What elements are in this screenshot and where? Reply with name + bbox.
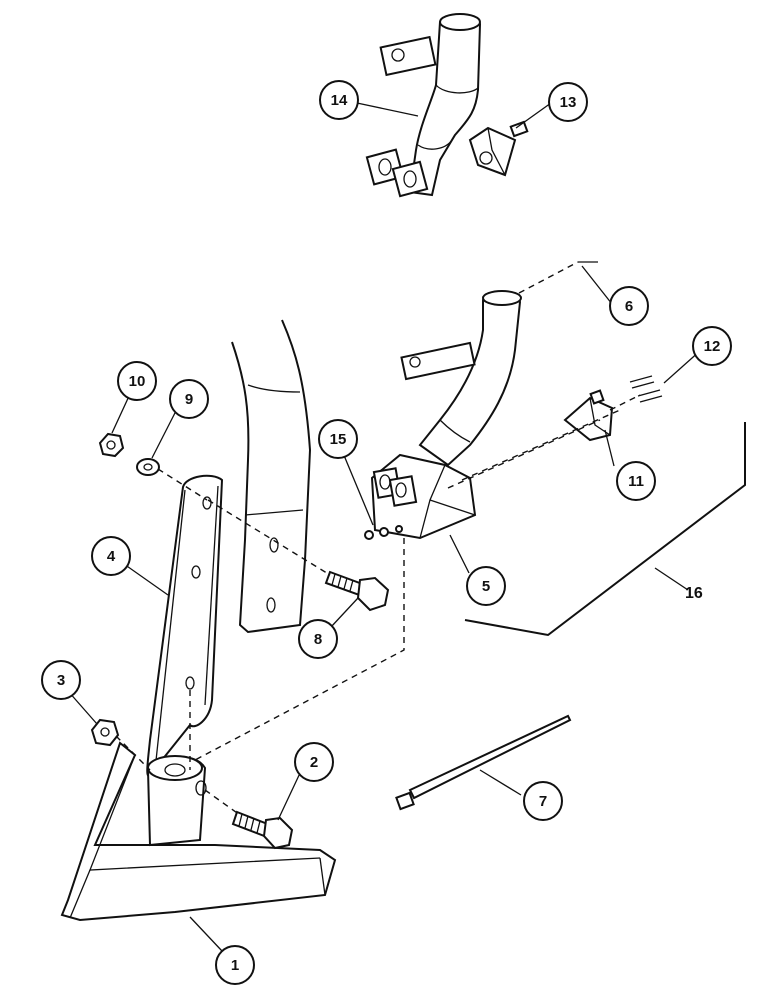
callout-label: 7 (539, 793, 547, 810)
callout-15: 15 (318, 419, 358, 459)
callout-4: 4 (91, 536, 131, 576)
callout-14: 14 (319, 80, 359, 120)
callout-label: 14 (331, 92, 348, 109)
callout-9: 9 (169, 379, 209, 419)
callout-label: 4 (107, 548, 116, 565)
part-9-washer (136, 458, 160, 476)
callout-label: 1 (231, 957, 239, 974)
callout-label: 8 (314, 631, 322, 648)
callout-label: 3 (57, 672, 65, 689)
part-1-sweep (60, 741, 337, 922)
part-8-bolt (324, 570, 390, 612)
part-13-bracket (468, 120, 529, 177)
callout-label: 10 (129, 373, 146, 390)
callout-label: 6 (625, 298, 633, 315)
callout-6: 6 (609, 286, 649, 326)
callout-label: 13 (560, 94, 577, 111)
callout-label: 11 (628, 473, 644, 490)
part-7-cable-tie (395, 714, 572, 811)
callout-5: 5 (466, 566, 506, 606)
callout-7: 7 (523, 781, 563, 821)
leader-lines (67, 102, 702, 952)
callout-12: 12 (692, 326, 732, 366)
part-3-nut (90, 718, 120, 747)
part-10-nut (98, 432, 125, 458)
assembly-lines (115, 261, 641, 816)
part-11-bracket (563, 389, 614, 442)
callout-13: 13 (548, 82, 588, 122)
part-15-rivets (364, 525, 403, 540)
callout-11: 11 (616, 461, 656, 501)
shank-frame (231, 319, 312, 634)
callout-8: 8 (298, 619, 338, 659)
callout-label: 15 (330, 431, 347, 448)
part-12-pins (629, 375, 663, 403)
callout-label: 2 (310, 754, 318, 771)
callout-1: 1 (215, 945, 255, 985)
callout-10: 10 (117, 361, 157, 401)
part-4-shin (146, 474, 224, 777)
part-14-tube-assembly (365, 13, 482, 198)
callout-label: 12 (704, 338, 721, 355)
part-2-bolt (231, 810, 294, 850)
group-16-label: 16 (685, 585, 703, 602)
callout-label: 5 (482, 578, 490, 595)
callout-label: 9 (185, 391, 193, 408)
group-16-bracket (464, 422, 746, 637)
callout-3: 3 (41, 660, 81, 700)
part-5-tube-bracket (370, 290, 522, 540)
callout-2: 2 (294, 742, 334, 782)
